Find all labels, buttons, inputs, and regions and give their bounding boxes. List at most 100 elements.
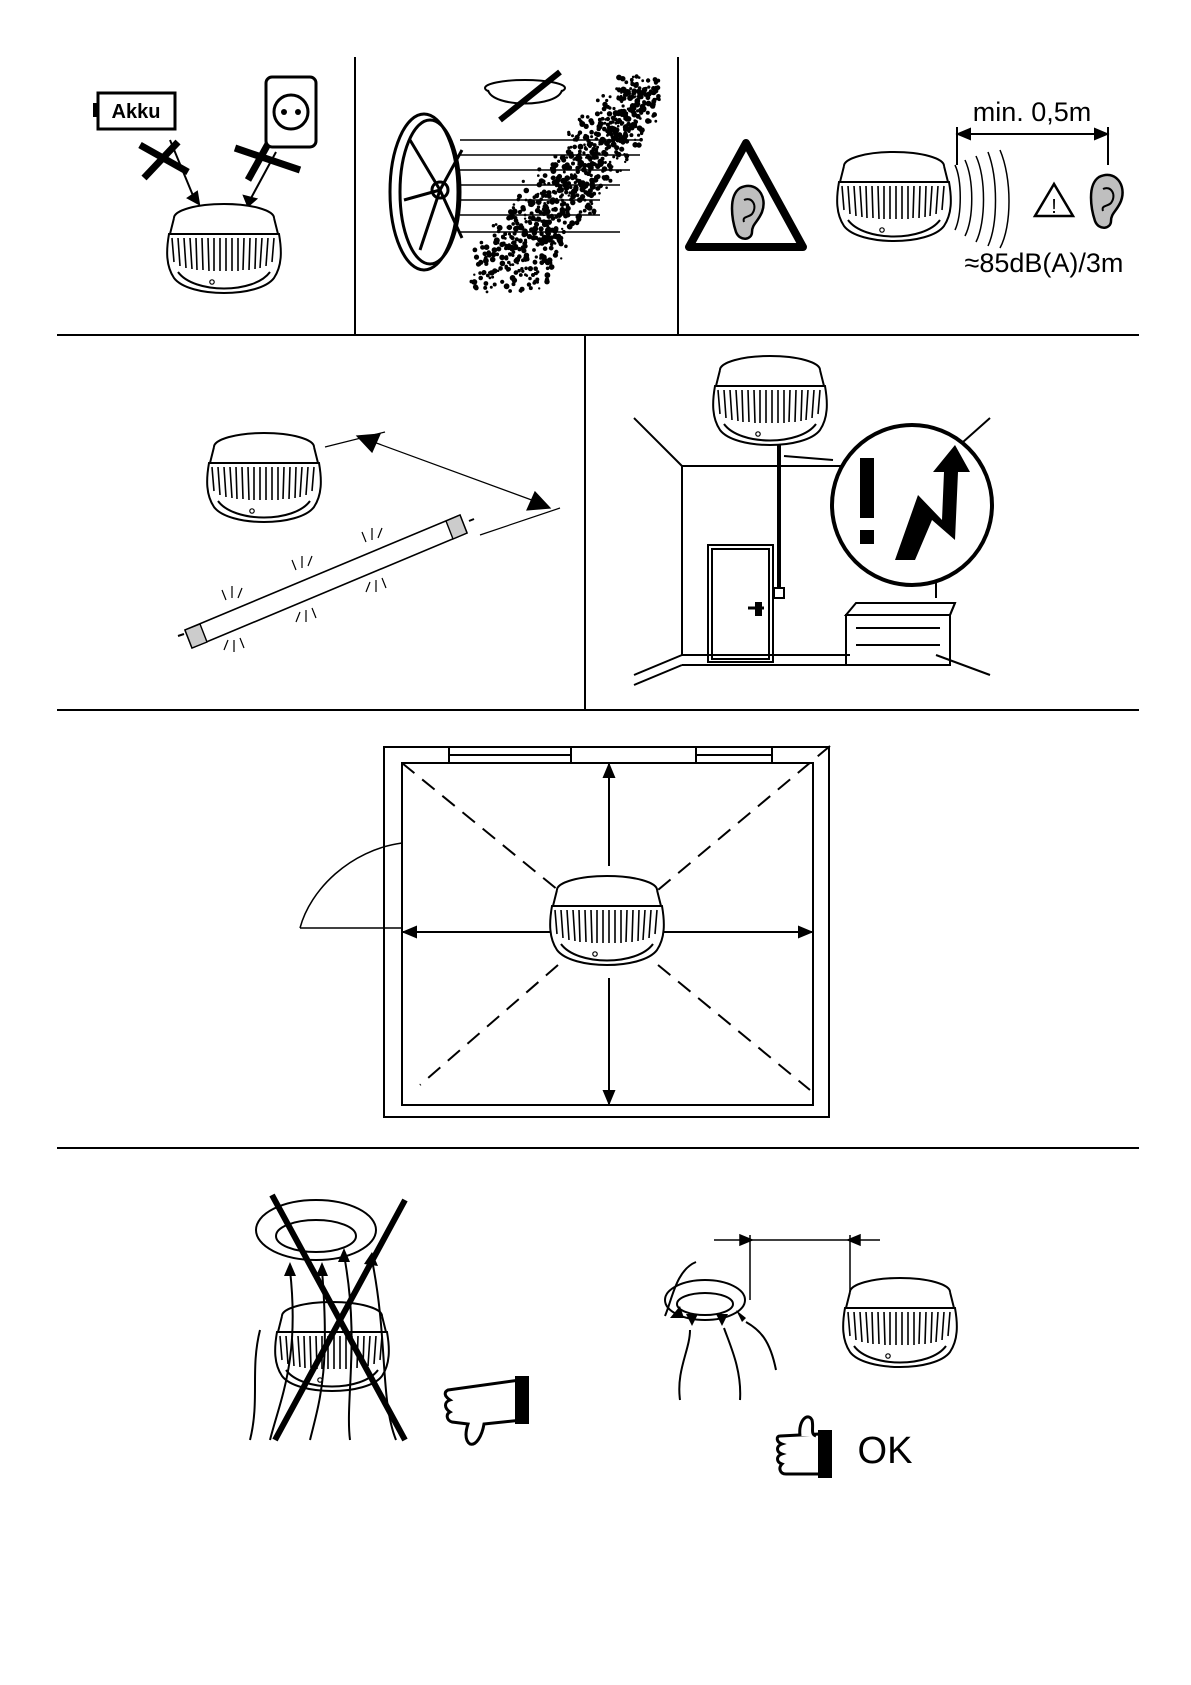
dust-particle (595, 137, 599, 141)
svg-text:!: ! (1051, 196, 1057, 218)
dust-particle (547, 182, 550, 185)
dust-particle (622, 104, 625, 107)
dust-particle (636, 109, 639, 112)
dust-particle (508, 289, 512, 293)
sound-level-label: ≈85dB(A)/3m (965, 248, 1124, 278)
dust-particle (575, 156, 580, 161)
dust-particle (583, 209, 587, 213)
dust-particle (604, 161, 607, 164)
dust-particle (586, 115, 590, 119)
dust-particle (543, 246, 548, 251)
dust-particle (588, 144, 592, 148)
dust-particle (559, 236, 564, 241)
dust-particle (623, 117, 627, 121)
dust-particle (512, 263, 515, 266)
dust-particle (589, 130, 594, 135)
dust-particle (554, 242, 557, 245)
dust-particle (576, 215, 580, 219)
dust-particle (560, 257, 562, 259)
dust-particle (596, 133, 600, 137)
dust-icon (470, 74, 661, 293)
dust-particle (525, 199, 528, 202)
dust-particle (521, 248, 526, 253)
dust-particle (566, 156, 569, 159)
dust-particle (646, 78, 650, 82)
door-swing (300, 843, 402, 928)
dust-particle (497, 230, 501, 234)
dust-particle (561, 193, 564, 196)
thumbs-up-icon (777, 1417, 832, 1478)
dust-particle (598, 118, 602, 122)
dust-particle (563, 221, 567, 225)
dust-particle (617, 132, 622, 137)
dust-particle (535, 255, 538, 258)
dust-particle (511, 222, 515, 226)
mounting-base (256, 1200, 376, 1260)
dust-particle (508, 233, 511, 236)
dust-particle (560, 202, 565, 207)
dust-particle (570, 173, 573, 176)
dust-particle (624, 80, 628, 84)
dust-particle (576, 170, 580, 174)
dust-particle (586, 203, 591, 208)
dust-particle (624, 132, 627, 135)
dust-particle (504, 256, 508, 260)
dust-particle (524, 188, 530, 194)
dust-particle (635, 99, 640, 104)
dust-particle (520, 210, 523, 213)
dust-particle (552, 180, 557, 185)
dust-particle (563, 179, 568, 184)
dust-particle (647, 86, 650, 89)
dust-particle (598, 161, 604, 167)
dust-particle (567, 132, 571, 136)
fluorescent-tube-icon (178, 515, 474, 652)
dust-particle (585, 147, 588, 150)
dust-particle (573, 173, 576, 176)
dust-particle (602, 127, 607, 132)
dust-particle (604, 141, 609, 146)
dust-particle (635, 82, 638, 85)
dust-particle (532, 281, 536, 285)
dust-particle (612, 155, 615, 158)
smoke-detector-icon (550, 876, 664, 965)
dust-particle (557, 177, 561, 181)
dust-particle (553, 191, 557, 195)
dust-particle (638, 76, 641, 79)
panel-no-external-power: Akku (93, 77, 316, 293)
dust-particle (606, 105, 610, 109)
dust-particle (554, 163, 558, 167)
smoke-detector-icon (167, 204, 281, 293)
dust-particle (634, 139, 636, 141)
dust-particle (499, 242, 504, 247)
dust-particle (641, 79, 644, 82)
dust-particle (533, 260, 536, 263)
dust-particle (534, 218, 537, 221)
dust-particle (640, 109, 644, 113)
dust-particle (600, 137, 606, 143)
dust-particle (534, 222, 539, 227)
dust-particle (580, 187, 586, 193)
dust-particle (637, 134, 640, 137)
dust-particle (615, 154, 618, 157)
dust-particle (524, 218, 526, 220)
dust-particle (619, 169, 622, 172)
dust-particle (553, 155, 557, 159)
dust-particle (493, 283, 497, 287)
panel-no-draft-dust (390, 72, 661, 293)
dust-particle (499, 255, 505, 261)
dust-particle (607, 111, 612, 116)
dust-particle (483, 252, 488, 257)
dust-particle (592, 192, 596, 196)
dust-particle (478, 276, 483, 281)
dust-particle (586, 183, 589, 186)
dust-particle (625, 139, 630, 144)
dust-particle (646, 111, 650, 115)
dust-particle (561, 210, 566, 215)
dust-particle (605, 186, 608, 189)
dust-particle (555, 198, 558, 201)
dust-particle (564, 190, 568, 194)
dust-particle (527, 234, 532, 239)
dust-particle (484, 256, 487, 259)
dust-particle (490, 257, 496, 263)
dust-particle (482, 247, 484, 249)
